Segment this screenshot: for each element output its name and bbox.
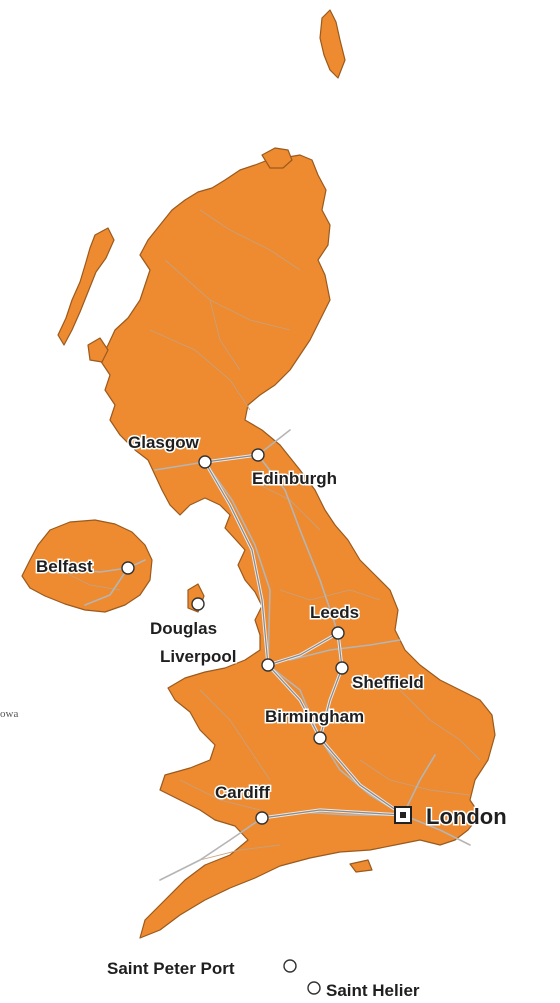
city-douglas[interactable]: Douglas <box>149 597 219 640</box>
city-marker-icon <box>313 731 327 745</box>
city-leeds[interactable]: Leeds <box>309 602 361 640</box>
city-marker-icon <box>121 561 135 575</box>
city-label: Liverpool <box>160 647 237 666</box>
edge-fragment-label: owa <box>0 708 18 720</box>
city-marker-icon <box>335 661 349 675</box>
shetland-islands <box>319 9 346 79</box>
isle-of-wight <box>349 859 373 873</box>
city-label: Douglas <box>150 619 217 638</box>
inner-hebrides <box>87 337 109 363</box>
city-saint-peter-port[interactable]: Saint Peter Port <box>106 958 297 980</box>
city-birmingham[interactable]: Birmingham <box>264 706 366 745</box>
city-label: Sheffield <box>352 673 424 692</box>
capital-label: London <box>426 804 507 829</box>
city-sheffield[interactable]: Sheffield <box>335 661 425 694</box>
city-marker-icon <box>255 811 269 825</box>
city-saint-helier[interactable]: Saint Helier <box>307 980 421 1002</box>
city-label: Saint Peter Port <box>107 959 235 978</box>
city-marker-icon <box>198 455 212 469</box>
city-glasgow[interactable]: Glasgow <box>127 432 212 469</box>
northern-ireland-landmass <box>21 519 153 613</box>
city-belfast[interactable]: Belfast <box>35 556 135 578</box>
city-london[interactable]: London <box>394 803 508 831</box>
city-marker-icon <box>283 959 297 973</box>
city-label: Leeds <box>310 603 359 622</box>
capital-marker-center-icon <box>400 812 406 818</box>
orkney-islands <box>261 147 293 169</box>
city-label: Cardiff <box>215 783 270 802</box>
city-marker-icon <box>331 626 345 640</box>
city-label: Glasgow <box>128 433 200 452</box>
minor-roads <box>59 209 481 861</box>
city-liverpool[interactable]: Liverpool <box>159 646 275 672</box>
city-label: Edinburgh <box>252 469 337 488</box>
city-label: Belfast <box>36 557 93 576</box>
city-label: Birmingham <box>265 707 364 726</box>
city-label: Saint Helier <box>326 981 420 1000</box>
city-marker-icon <box>307 981 321 995</box>
city-marker-icon <box>261 658 275 672</box>
city-cardiff[interactable]: Cardiff <box>214 782 272 825</box>
city-marker-icon <box>191 597 205 611</box>
city-marker-icon <box>251 448 265 462</box>
city-edinburgh[interactable]: Edinburgh <box>251 448 338 490</box>
outer-hebrides <box>57 227 115 346</box>
